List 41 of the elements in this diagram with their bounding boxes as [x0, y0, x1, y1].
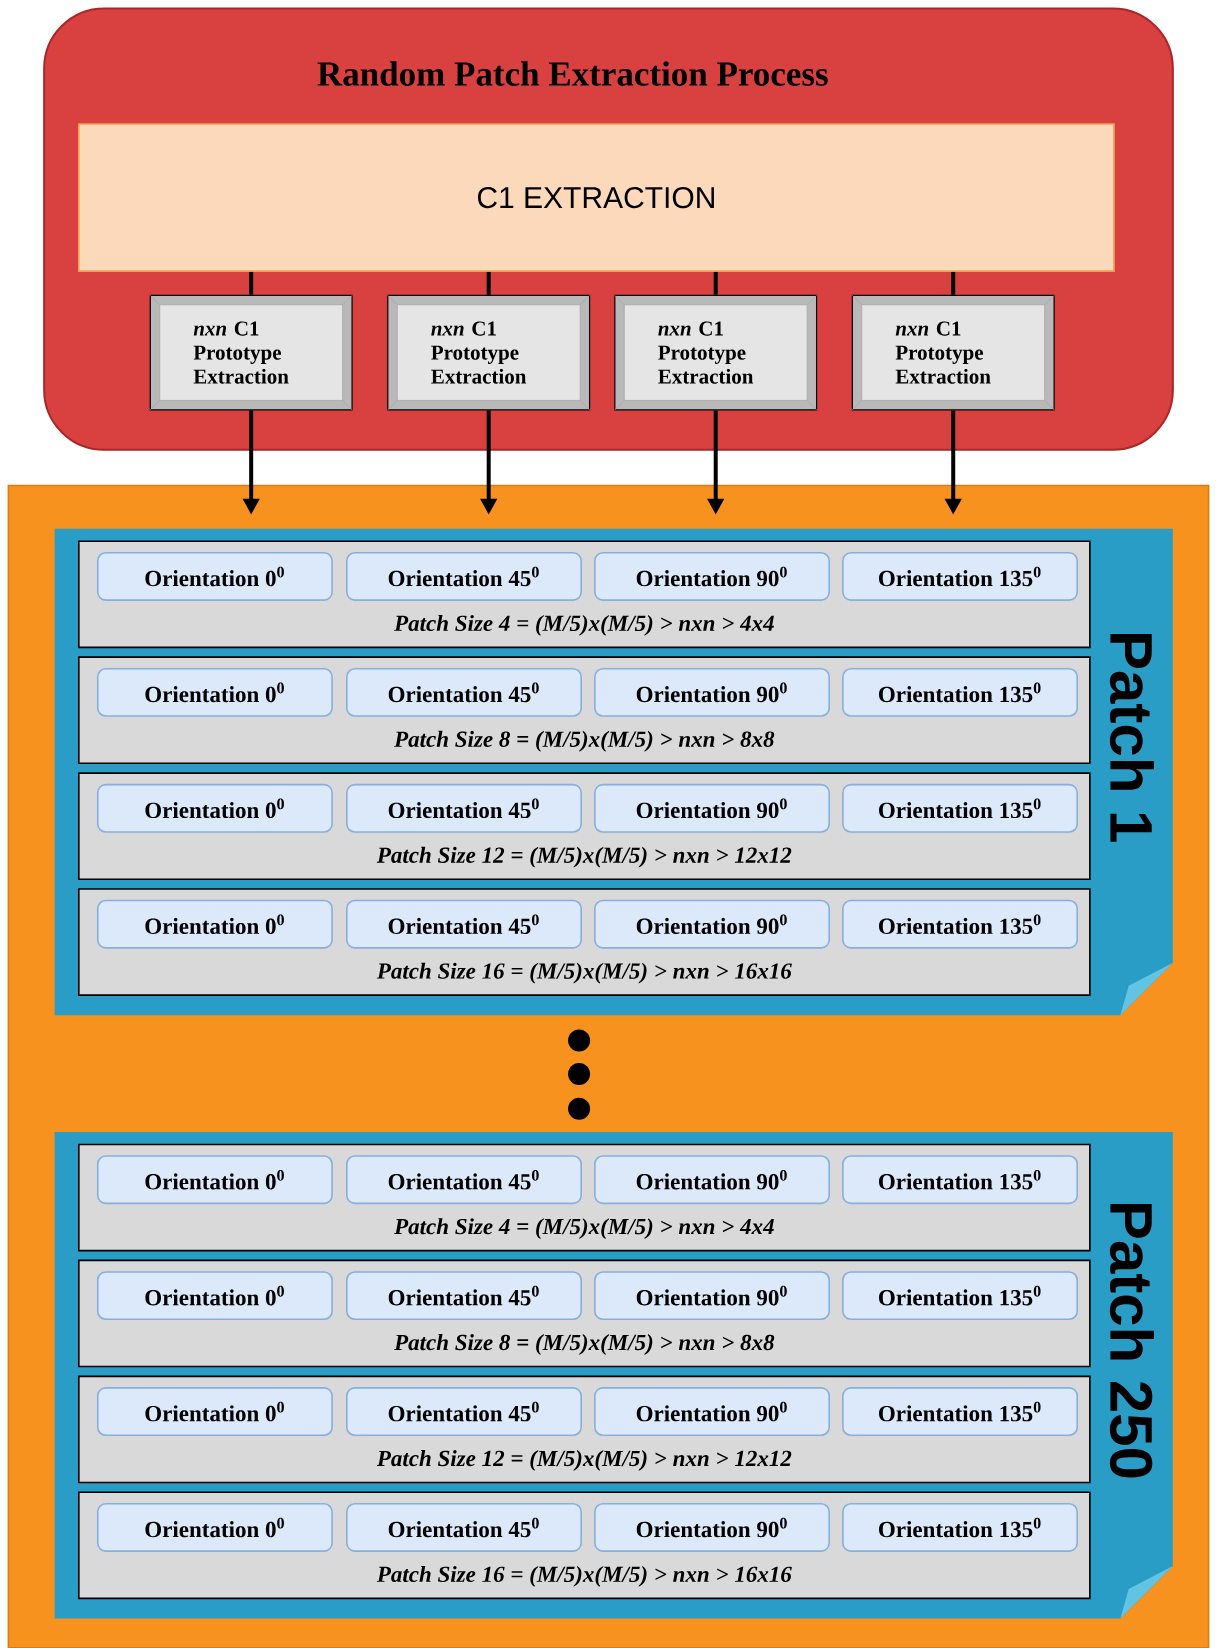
orientation-button: Orientation 45$^{0}$ [346, 552, 582, 601]
orientation-button: Orientation 90$^{0}$ [594, 1503, 830, 1552]
process-box: nxn C1 Prototype Extraction [851, 294, 1055, 411]
process-box: C1 EXTRACTION [78, 123, 1115, 272]
orientation-button: Orientation 45$^{0}$ [346, 1271, 582, 1321]
connector-line [951, 271, 956, 295]
orientation-button: Orientation 0$^{0}$ [96, 1271, 333, 1321]
connector-line [486, 271, 491, 295]
connector-line [249, 271, 254, 295]
orientation-button: Orientation 90$^{0}$ [594, 899, 830, 949]
connector-line [713, 271, 718, 295]
orientation-button: Orientation 135$^{0}$ [842, 552, 1079, 601]
orientation-button: Orientation 135$^{0}$ [842, 783, 1079, 833]
orientation-button: Orientation 135$^{0}$ [842, 667, 1079, 717]
orientation-button: Orientation 90$^{0}$ [594, 667, 830, 717]
orientation-button: Orientation 135$^{0}$ [842, 1387, 1079, 1436]
orientation-button: Orientation 0$^{0}$ [96, 1503, 333, 1552]
orientation-button: Orientation 0$^{0}$ [96, 1155, 333, 1205]
orientation-button: Orientation 45$^{0}$ [346, 667, 582, 717]
process-box: nxn C1 Prototype Extraction [149, 294, 353, 411]
orientation-button: Orientation 45$^{0}$ [346, 1503, 582, 1552]
process-box: nxn C1 Prototype Extraction [614, 294, 818, 411]
orientation-button: Orientation 135$^{0}$ [842, 1155, 1079, 1205]
orientation-button: Orientation 135$^{0}$ [842, 899, 1079, 949]
orientation-button: Orientation 90$^{0}$ [594, 552, 830, 601]
orientation-button: Orientation 90$^{0}$ [594, 1271, 830, 1321]
orientation-button: Orientation 135$^{0}$ [842, 1271, 1079, 1321]
orientation-button: Orientation 0$^{0}$ [96, 552, 333, 601]
orientation-button: Orientation 0$^{0}$ [96, 667, 333, 717]
orientation-button: Orientation 90$^{0}$ [594, 1155, 830, 1205]
orientation-button: Orientation 45$^{0}$ [346, 899, 582, 949]
orientation-button: Orientation 90$^{0}$ [594, 783, 830, 833]
process-box: nxn C1 Prototype Extraction [387, 294, 591, 411]
orientation-button: Orientation 45$^{0}$ [346, 783, 582, 833]
orientation-button: Orientation 0$^{0}$ [96, 783, 333, 833]
orientation-button: Orientation 135$^{0}$ [842, 1503, 1079, 1552]
orientation-button: Orientation 45$^{0}$ [346, 1155, 582, 1205]
orientation-button: Orientation 45$^{0}$ [346, 1387, 582, 1436]
orientation-button: Orientation 90$^{0}$ [594, 1387, 830, 1436]
orientation-button: Orientation 0$^{0}$ [96, 899, 333, 949]
orientation-button: Orientation 0$^{0}$ [96, 1387, 333, 1436]
